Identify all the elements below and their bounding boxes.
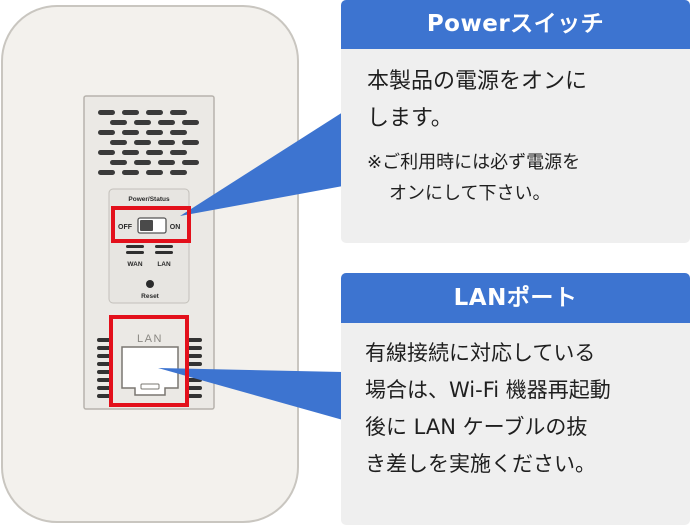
lan-indicator-label: LAN [157, 261, 171, 268]
wan-label: WAN [127, 261, 142, 268]
lan-card-body: 有線接続に対応している 場合は、Wi-Fi 機器再起動 後に LAN ケーブルの… [341, 323, 690, 483]
power-card-note-line1: ※ご利用時には必ず電源を [367, 152, 581, 173]
power-card-line1: 本製品の電源をオンに [367, 69, 588, 94]
lan-card-title: LANポート [341, 273, 690, 323]
power-card-note-line2: オンにして下さい。 [389, 183, 551, 204]
lan-port-clip [140, 383, 160, 390]
power-card-line2: します。 [367, 106, 453, 131]
lan-port-info-card: LANポート 有線接続に対応している 場合は、Wi-Fi 機器再起動 後に LA… [341, 273, 690, 525]
lan-callout-pointer [158, 368, 343, 420]
power-switch-info-card: Powerスイッチ 本製品の電源をオンに します。 ※ご利用時には必ず電源を オ… [341, 0, 690, 243]
switch-on-label: ON [170, 224, 181, 231]
lan-port-label: LAN [137, 333, 163, 345]
control-subpanel [108, 188, 190, 304]
power-switch-knob[interactable] [140, 220, 153, 231]
reset-label: Reset [141, 293, 160, 300]
lan-port[interactable] [121, 346, 179, 396]
switch-off-label: OFF [118, 224, 133, 231]
power-card-title: Powerスイッチ [341, 0, 690, 49]
lan-port-highlight [109, 315, 189, 407]
power-switch-highlight [111, 206, 191, 243]
led-indicators [126, 245, 173, 254]
power-status-label: Power/Status [128, 196, 170, 203]
power-card-body: 本製品の電源をオンに します。 ※ご利用時には必ず電源を オンにして下さい。 [341, 49, 690, 209]
power-callout-pointer [180, 112, 343, 216]
vent-grille [98, 110, 199, 175]
lan-card-line3: 後に LAN ケーブルの抜 [365, 415, 588, 439]
lan-card-line4: き差しを実施ください。 [365, 452, 596, 476]
lan-card-line2: 場合は、Wi-Fi 機器再起動 [365, 378, 611, 402]
lan-card-line1: 有線接続に対応している [365, 341, 596, 365]
reset-button[interactable] [146, 280, 154, 288]
